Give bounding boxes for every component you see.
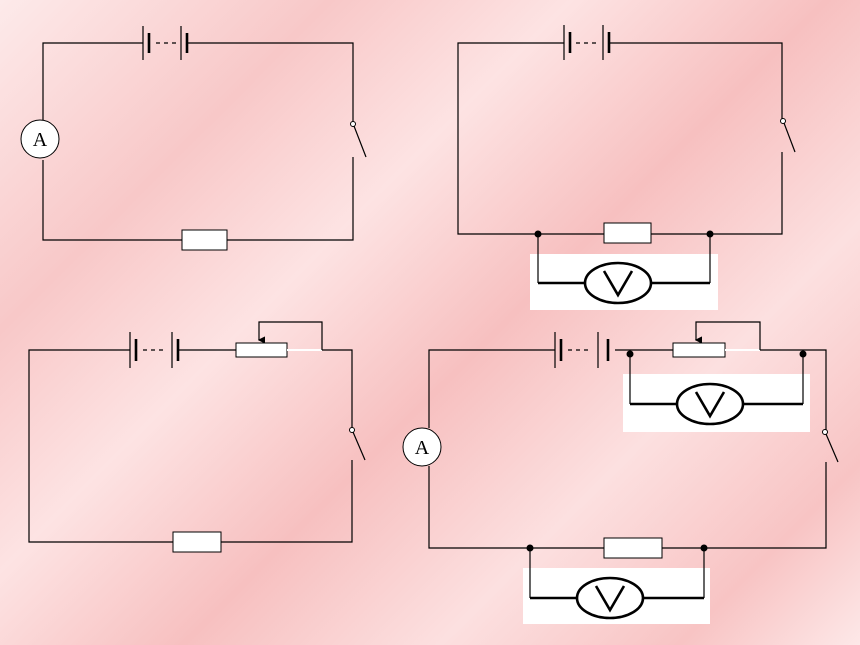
circuit-4: A [402,321,839,624]
battery-icon [142,26,189,60]
battery-icon [563,25,611,60]
v-symbol-icon [602,270,634,298]
switch-icon [349,427,366,461]
circuit-2-wire [457,42,783,235]
rheostat [235,321,323,358]
circuit-1-wire [42,42,354,241]
voltmeter [530,234,718,310]
circuit-3 [28,321,366,553]
v-symbol-icon [594,585,626,613]
switch-icon [780,118,796,153]
circuit-2 [457,25,796,310]
battery-icon [129,332,180,368]
circuit-4-wire [428,349,827,549]
switch-icon [350,121,367,158]
circuit-1: A [20,26,367,251]
resistor [603,222,652,244]
ammeter: A [20,119,60,159]
ammeter-label: A [415,437,430,459]
rheostat [672,321,761,358]
resistor [181,229,228,251]
v-symbol-icon [694,391,726,419]
circuit-3-wire [28,349,353,543]
voltmeter [523,548,710,624]
resistor [603,537,663,559]
resistor [172,531,222,553]
voltmeter [623,354,810,432]
switch-icon [822,429,839,463]
ammeter: A [402,427,442,467]
ammeter-label: A [33,129,48,151]
battery-icon [554,332,610,368]
